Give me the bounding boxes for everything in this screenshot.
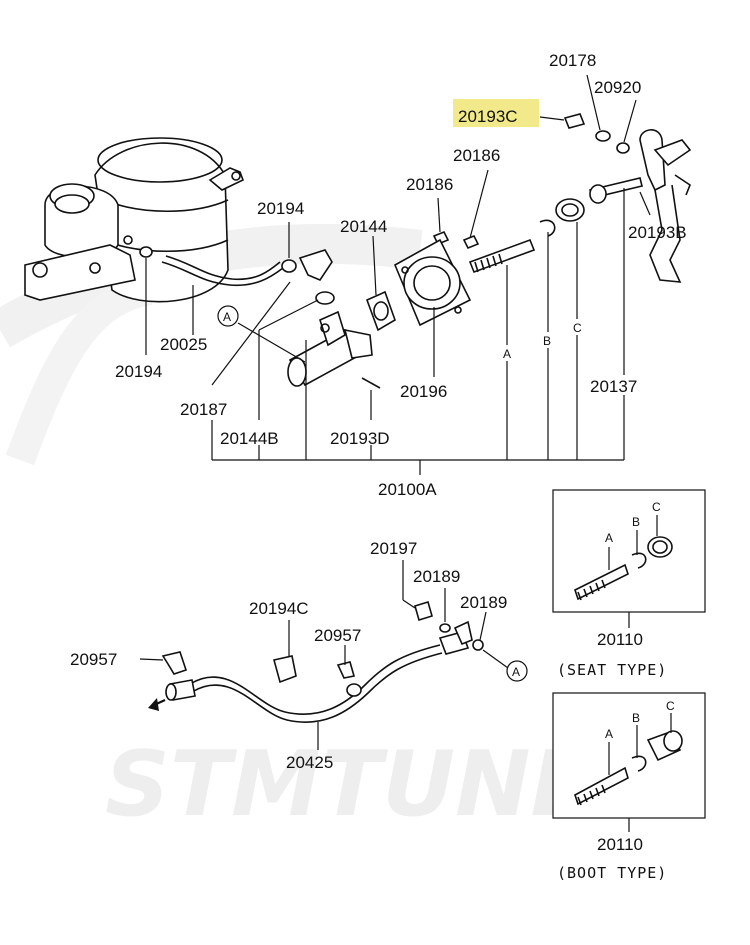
label-20137: 20137	[590, 377, 637, 396]
seat-label-a: A	[605, 531, 613, 545]
label-20197: 20197	[370, 539, 417, 558]
clutch-master-cylinder	[281, 238, 472, 389]
boot-type-inset: A B C	[552, 692, 706, 832]
boot-label-a: A	[605, 727, 613, 741]
leader-lines-lower	[139, 560, 509, 750]
leader-lines-upper	[145, 74, 651, 475]
clevis-pedal-assembly	[432, 113, 692, 283]
label-20194c: 20194C	[249, 599, 309, 618]
label-20144b: 20144B	[220, 429, 279, 448]
label-20187: 20187	[180, 400, 227, 419]
seat-type-inset: A B C	[552, 489, 706, 628]
highlight-20193c	[453, 99, 539, 127]
callout-a-lower: A	[506, 660, 528, 682]
label-20186-a: 20186	[453, 146, 500, 165]
label-20957-a: 20957	[70, 650, 117, 669]
label-20194-a: 20194	[257, 199, 304, 218]
label-20193c: 20193C	[458, 107, 518, 126]
label-20194-b: 20194	[115, 362, 162, 381]
label-20110-seat: 20110	[597, 630, 643, 649]
rod-label-c-text: C	[573, 321, 582, 335]
label-20189-b: 20189	[460, 593, 507, 612]
label-20110-boot: 20110	[597, 835, 643, 854]
label-20144: 20144	[340, 217, 387, 236]
label-20193b: 20193B	[628, 223, 687, 242]
label-20957-b: 20957	[314, 626, 361, 645]
label-boot-type: (BOOT TYPE)	[557, 864, 667, 882]
rod-label-b-text: B	[543, 334, 551, 348]
label-20425: 20425	[286, 753, 333, 772]
label-20100a: 20100A	[378, 480, 437, 499]
label-seat-type: (SEAT TYPE)	[557, 661, 667, 679]
boot-label-b: B	[632, 711, 640, 725]
callout-a-upper: A	[217, 305, 239, 327]
label-20186-b: 20186	[406, 175, 453, 194]
label-20178: 20178	[549, 51, 596, 70]
label-20920: 20920	[594, 78, 641, 97]
label-20189-a: 20189	[413, 567, 460, 586]
boot-label-c: C	[666, 699, 675, 713]
label-20196: 20196	[400, 382, 447, 401]
seat-label-c: C	[652, 500, 661, 514]
clutch-hose-assembly	[148, 600, 484, 723]
brake-booster-assembly	[24, 137, 284, 303]
label-20193d: 20193D	[330, 429, 390, 448]
label-20025: 20025	[160, 335, 207, 354]
svg-text:A: A	[223, 310, 231, 324]
svg-text:A: A	[512, 665, 520, 679]
seat-label-b: B	[632, 515, 640, 529]
rod-label-a-text: A	[503, 347, 511, 361]
